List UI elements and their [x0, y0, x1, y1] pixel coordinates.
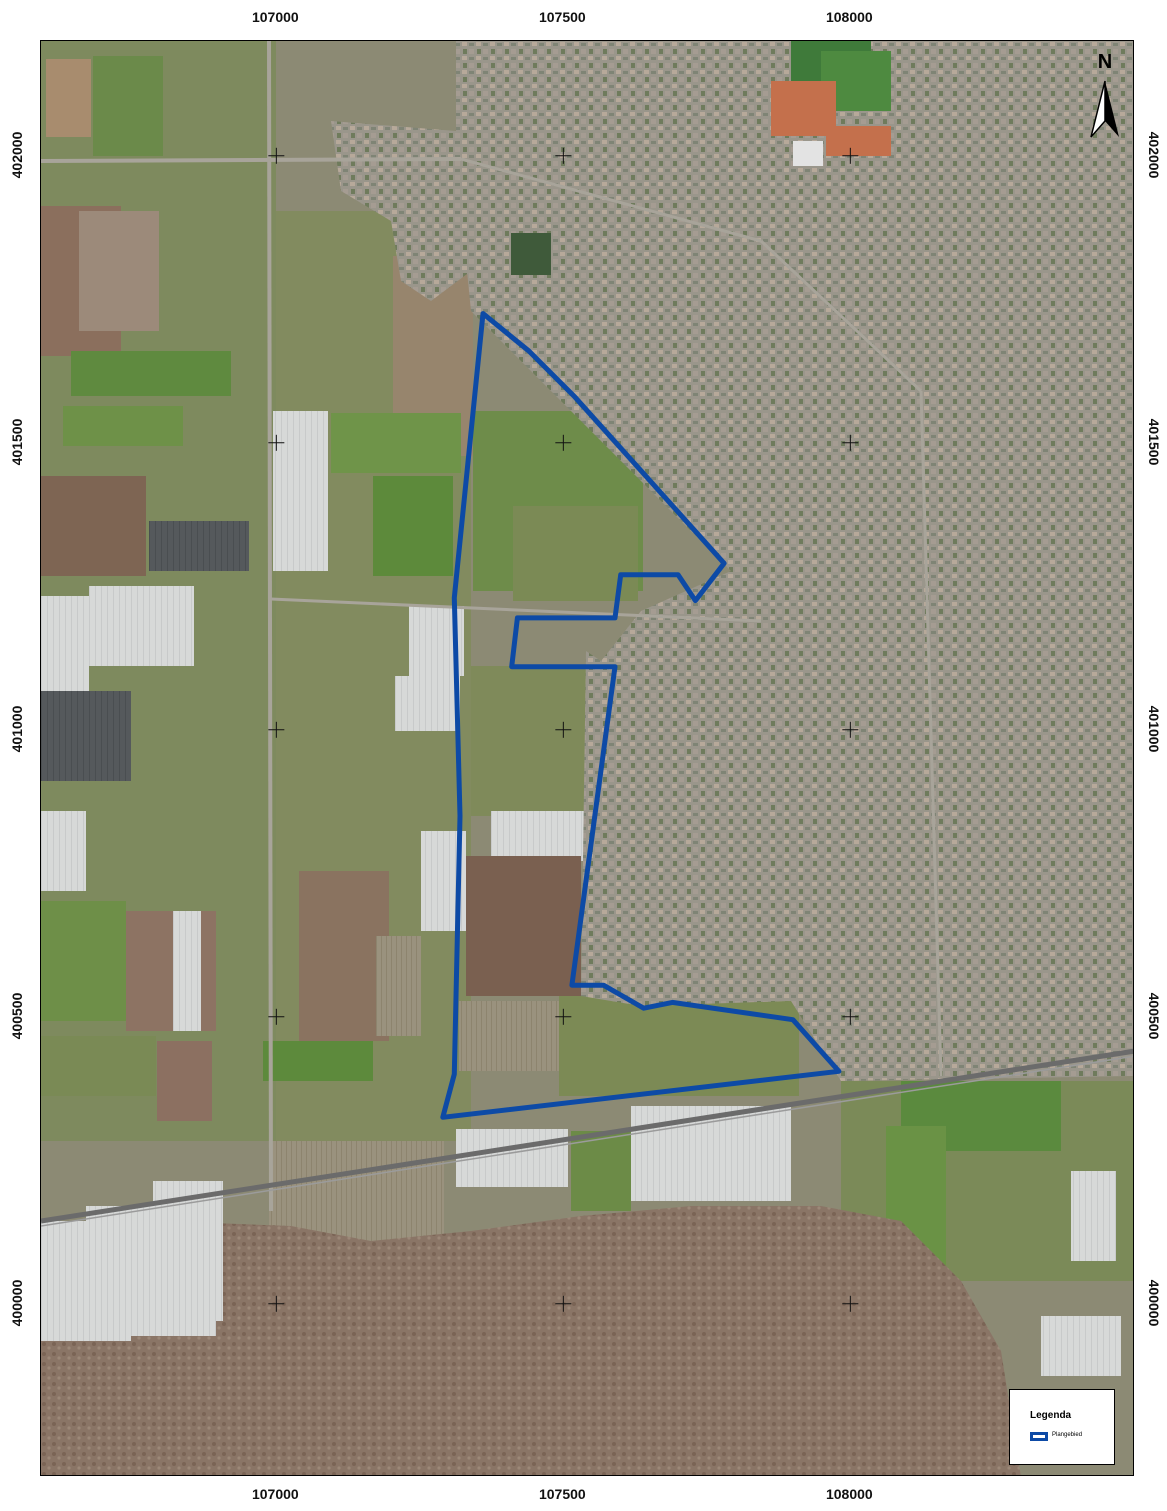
field	[46, 59, 91, 137]
plan-area-outline[interactable]	[440, 311, 842, 1120]
field	[263, 1041, 373, 1081]
field	[41, 901, 126, 1021]
grid-cross	[555, 721, 572, 738]
grid-cross	[842, 1008, 859, 1025]
pond	[511, 233, 551, 275]
grid-cross	[555, 1008, 572, 1025]
railway	[41, 1055, 1133, 1227]
x-tick-label-bottom: 107500	[538, 1486, 586, 1502]
road	[267, 41, 273, 1212]
x-tick-label-top: 107000	[251, 9, 299, 25]
field	[93, 56, 163, 156]
y-tick-label-left: 402000	[9, 131, 25, 179]
greenhouse	[173, 911, 201, 1031]
grid-cross	[842, 721, 859, 738]
field	[373, 476, 453, 576]
y-tick-label-left: 400000	[9, 1279, 25, 1327]
tennis-courts	[771, 81, 836, 136]
y-tick-label-left: 400500	[9, 992, 25, 1040]
greenhouse	[41, 596, 89, 696]
road	[919, 390, 943, 1077]
field	[459, 1001, 559, 1071]
grid-cross	[268, 1295, 285, 1312]
field	[466, 856, 581, 996]
grid-cross	[555, 1295, 572, 1312]
y-tick-label-left: 401500	[9, 418, 25, 466]
field	[376, 936, 421, 1036]
y-tick-label-right: 401000	[1146, 705, 1162, 753]
railway	[41, 1048, 1133, 1224]
grid-cross	[842, 1295, 859, 1312]
y-tick-label-left: 401000	[9, 705, 25, 753]
greenhouse	[41, 811, 86, 891]
urban-area	[456, 41, 1133, 1081]
greenhouse	[273, 411, 328, 571]
greenhouse	[456, 1129, 568, 1187]
y-tick-label-right: 401500	[1146, 418, 1162, 466]
grid-crosses	[268, 147, 859, 1312]
x-tick-label-bottom: 108000	[825, 1486, 873, 1502]
greenhouse	[491, 811, 591, 861]
urban-area	[331, 121, 481, 301]
grid-cross	[268, 1008, 285, 1025]
greenhouse	[41, 691, 131, 781]
x-tick-label-bottom: 107000	[251, 1486, 299, 1502]
field	[41, 1036, 156, 1096]
field	[126, 911, 216, 1031]
greenhouse	[395, 676, 460, 731]
road	[759, 239, 923, 393]
field	[157, 1041, 212, 1121]
field	[63, 406, 183, 446]
legend-title: Legenda	[1030, 1410, 1072, 1421]
road	[460, 157, 762, 243]
grid-cross	[268, 147, 285, 164]
grid-cross	[842, 147, 859, 164]
grid-cross	[268, 434, 285, 451]
x-tick-label-top: 108000	[825, 9, 873, 25]
legend-swatch	[1030, 1432, 1048, 1441]
tennis-courts	[826, 126, 891, 156]
field	[41, 476, 146, 576]
grid-cross	[268, 721, 285, 738]
north-letter: N	[1097, 51, 1113, 73]
sports-hall	[793, 141, 823, 166]
legend: Legenda Plangebied	[1009, 1389, 1115, 1465]
north-arrow-icon	[1090, 80, 1119, 138]
road	[41, 157, 462, 163]
north-arrow: N	[1085, 51, 1125, 141]
field	[331, 413, 461, 473]
grid-cross	[842, 434, 859, 451]
greenhouse	[149, 521, 249, 571]
y-tick-label-right: 400500	[1146, 992, 1162, 1040]
greenhouse	[1041, 1316, 1121, 1376]
greenhouse	[89, 586, 194, 666]
field	[571, 1131, 631, 1211]
aerial-map[interactable]	[41, 41, 1134, 1476]
road	[270, 597, 762, 623]
grid-cross	[555, 434, 572, 451]
field	[79, 211, 159, 331]
y-tick-label-right: 400000	[1146, 1279, 1162, 1327]
map-frame[interactable]: N Legenda Plangebied	[40, 40, 1134, 1476]
forest	[41, 1206, 1021, 1475]
field	[299, 871, 389, 1041]
grid-cross	[555, 147, 572, 164]
legend-item-label: Plangebied	[1052, 1432, 1083, 1438]
greenhouse	[1071, 1171, 1116, 1261]
y-tick-label-right: 402000	[1146, 131, 1162, 179]
greenhouse	[153, 1181, 223, 1321]
greenhouse	[631, 1106, 791, 1201]
x-tick-label-top: 107500	[538, 9, 586, 25]
field	[71, 351, 231, 396]
